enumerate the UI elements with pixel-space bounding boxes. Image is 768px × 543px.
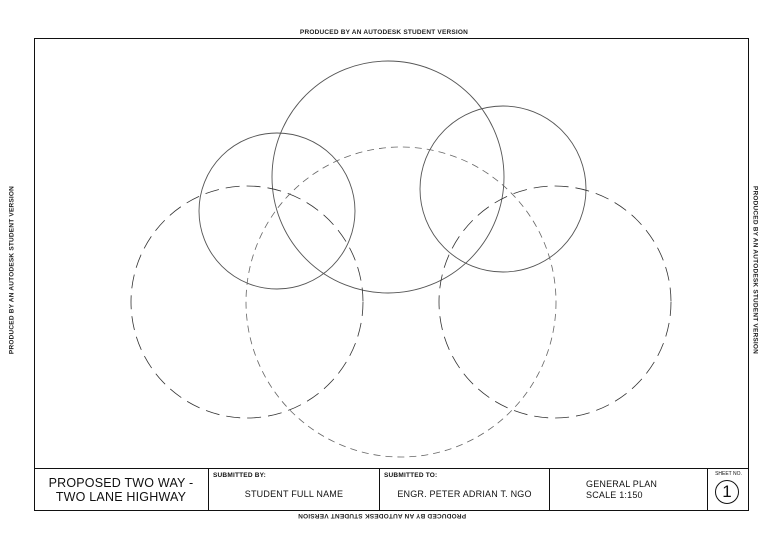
project-title-line2: TWO LANE HIGHWAY (55, 490, 187, 504)
solid-circle-center (271, 60, 505, 294)
solid-circle-left (198, 132, 356, 290)
sheet-number: 1 (715, 480, 739, 504)
drawing-border (34, 38, 749, 511)
dashed-circle-center (245, 146, 557, 458)
submitted-by-cell: SUBMITTED BY: STUDENT FULL NAME (209, 469, 380, 511)
dashed-circle-left (130, 185, 364, 419)
title-block: PROPOSED TWO WAY - TWO LANE HIGHWAY SUBM… (34, 468, 749, 511)
solid-circle-right (419, 105, 587, 273)
watermark-top: PRODUCED BY AN AUTODESK STUDENT VERSION (299, 29, 469, 36)
submitted-by-value: STUDENT FULL NAME (244, 489, 344, 499)
project-title-line1: PROPOSED TWO WAY - (48, 476, 194, 490)
plan-scale: SCALE 1:150 (586, 490, 643, 500)
submitted-to-label: SUBMITTED TO: (384, 472, 438, 479)
submitted-to-cell: SUBMITTED TO: ENGR. PETER ADRIAN T. NGO (380, 469, 550, 511)
submitted-to-value: ENGR. PETER ADRIAN T. NGO (397, 489, 532, 499)
plan-cell: GENERAL PLAN SCALE 1:150 (550, 469, 708, 511)
dashed-circle-right (438, 185, 672, 419)
project-title-cell: PROPOSED TWO WAY - TWO LANE HIGHWAY (34, 469, 209, 511)
plan-title: GENERAL PLAN (586, 479, 658, 489)
sheet-number-label: SHEET NO. (715, 471, 742, 477)
submitted-by-label: SUBMITTED BY: (213, 472, 267, 479)
sheet-number-cell: SHEET NO. 1 (708, 469, 749, 511)
watermark-bottom: PRODUCED BY AN AUTODESK STUDENT VERSION (297, 512, 467, 519)
